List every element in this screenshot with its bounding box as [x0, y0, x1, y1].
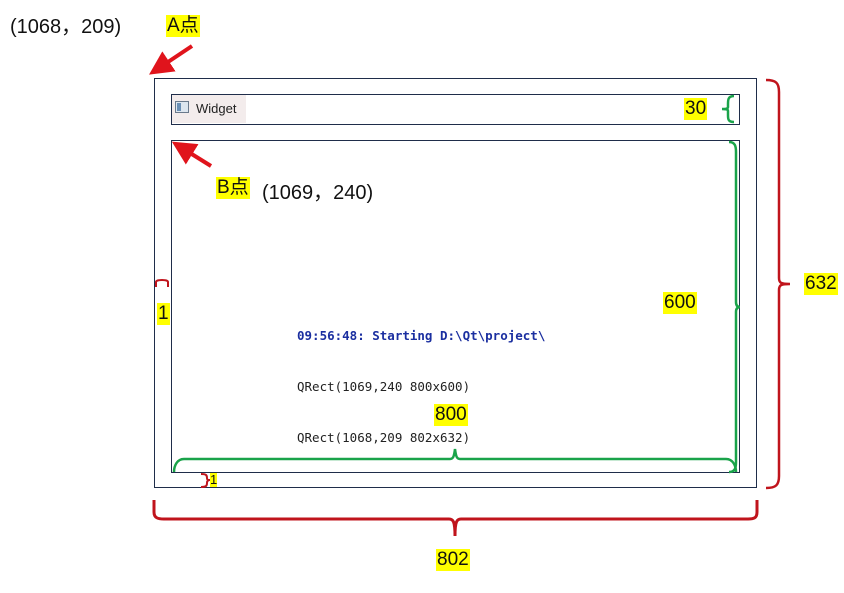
- window-title-bar[interactable]: Widget: [171, 94, 740, 125]
- point-a-label: A点: [166, 15, 200, 37]
- brace-client-height: [728, 140, 741, 474]
- console-line-client-rect: QRect(1069,240 800x600): [297, 379, 471, 394]
- point-b-coordinate: (1069，240): [262, 182, 374, 204]
- brace-left-border: [155, 278, 169, 287]
- brace-frame-width: [152, 500, 759, 537]
- client-height-label: 600: [663, 292, 697, 314]
- brace-title-height: [721, 94, 735, 124]
- bottom-border-label: 1: [210, 472, 218, 487]
- frame-width-label: 802: [436, 549, 470, 571]
- title-height-label: 30: [684, 98, 708, 120]
- brace-bottom-border: [200, 473, 211, 488]
- frame-height-label: 632: [804, 273, 838, 295]
- window-title: Widget: [196, 101, 237, 116]
- title-tab: Widget: [172, 95, 246, 123]
- point-b-label: B点: [216, 177, 250, 199]
- console-output: 09:56:48: Starting D:\Qt\project\ QRect(…: [297, 293, 545, 463]
- window-app-icon: [175, 101, 189, 113]
- arrow-to-point-b: [171, 141, 213, 168]
- console-line-frame-rect: QRect(1068,209 802x632): [297, 430, 471, 445]
- point-a-coordinate: (1068，209): [10, 16, 122, 38]
- brace-client-width: [172, 448, 738, 473]
- left-border-label: 1: [157, 303, 170, 325]
- brace-frame-height: [765, 78, 791, 490]
- client-width-label: 800: [434, 404, 468, 426]
- arrow-to-point-a: [149, 44, 194, 75]
- console-line-start: 09:56:48: Starting D:\Qt\project\: [297, 328, 546, 343]
